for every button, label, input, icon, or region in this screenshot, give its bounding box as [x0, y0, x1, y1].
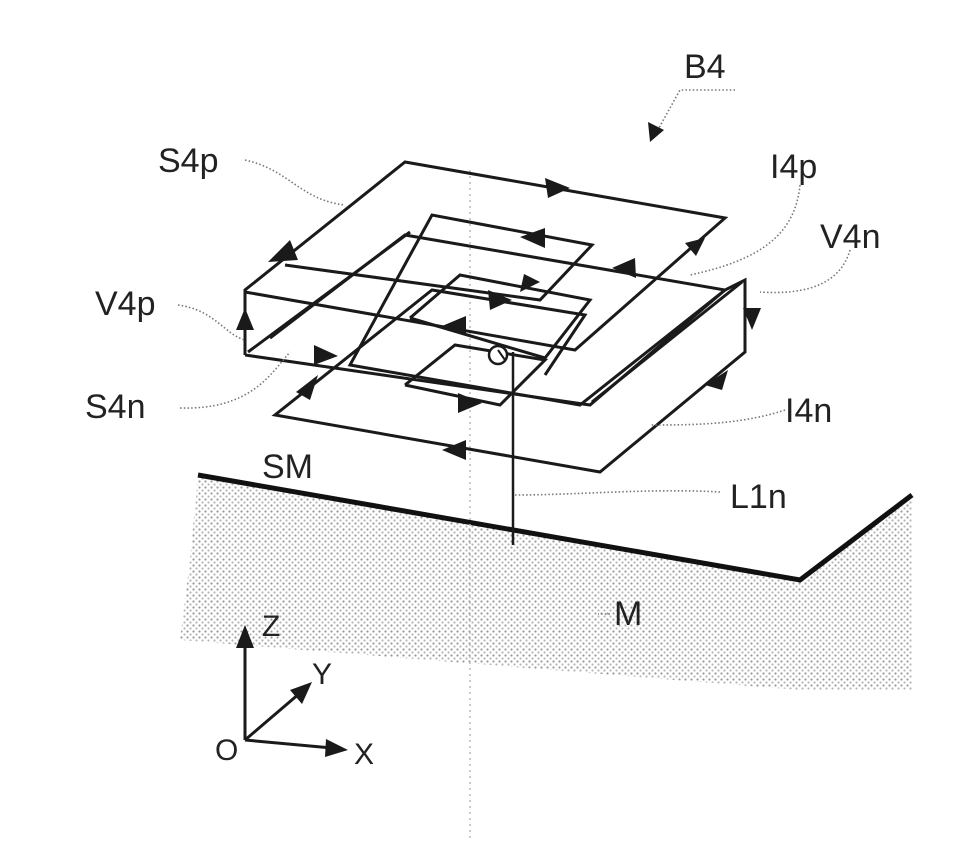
arrow-left-right-mid: [612, 258, 636, 278]
arrow-right-s4n: [314, 345, 338, 365]
leader-b4: [655, 90, 735, 135]
leader-l1n: [515, 491, 720, 495]
label-l1n: L1n: [730, 478, 787, 516]
arrow-downleft-i4n: [705, 370, 728, 390]
axis-label-origin: O: [215, 734, 238, 767]
lower-spiral-coil: [245, 280, 745, 472]
arrow-upleft-left: [268, 240, 298, 262]
arrow-left-core: [442, 316, 466, 336]
axis-label-y: Y: [312, 658, 332, 691]
label-s4n: S4n: [85, 388, 146, 426]
y-axis-arrowhead: [290, 682, 312, 704]
x-axis-line: [245, 740, 332, 748]
double-edge-left: [248, 232, 410, 352]
leader-i4p: [690, 185, 800, 275]
upper-spiral-coil-inner: [270, 215, 725, 405]
y-axis-line: [245, 693, 300, 740]
leader-b4-arrowhead: [648, 122, 664, 142]
label-i4p: I4p: [770, 148, 817, 186]
label-i4n: I4n: [785, 392, 832, 430]
label-b4: B4: [684, 48, 726, 86]
leader-v4p: [178, 305, 245, 340]
upper-spiral-coil: [245, 162, 725, 355]
arrow-left-bottom: [442, 440, 466, 460]
label-m: M: [614, 595, 642, 633]
leader-v4n: [760, 250, 850, 293]
axis-label-z: Z: [262, 610, 280, 643]
label-sm: SM: [262, 448, 313, 486]
magnetic-body-M: [180, 475, 912, 690]
arrow-downleft-right: [685, 238, 705, 256]
arrow-up-v4p: [236, 308, 254, 330]
label-v4n: V4n: [820, 218, 881, 256]
terminal-circle: [489, 346, 507, 364]
label-s4p: S4p: [158, 142, 219, 180]
label-v4p: V4p: [95, 285, 156, 323]
leader-s4p: [245, 160, 345, 205]
x-axis-arrowhead: [325, 739, 348, 757]
arrow-right-top: [545, 178, 570, 198]
axis-label-x: X: [354, 738, 374, 771]
